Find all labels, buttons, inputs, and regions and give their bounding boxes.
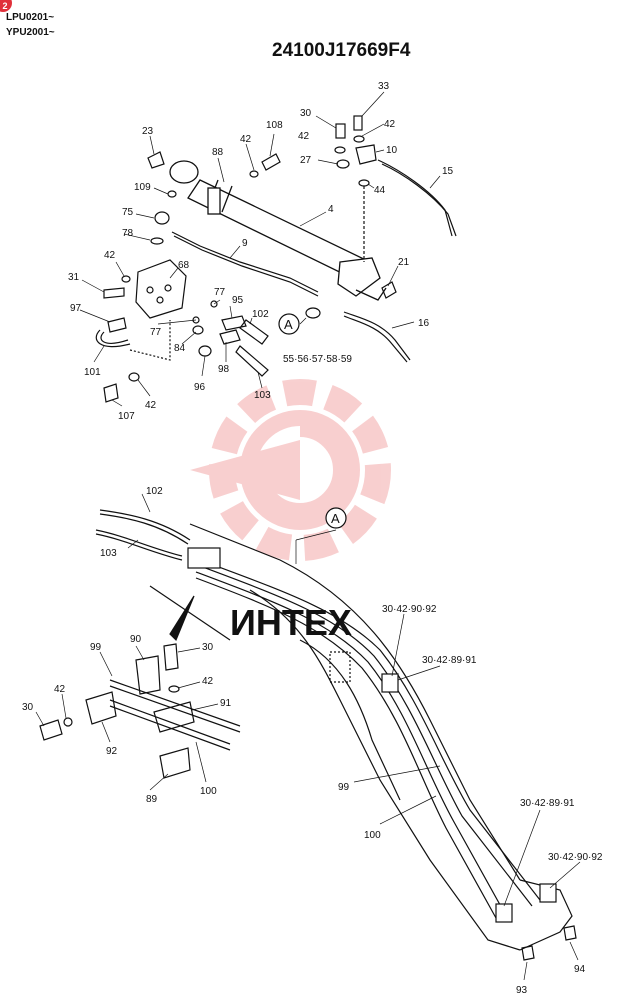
svg-text:30: 30 (300, 108, 312, 119)
svg-text:42: 42 (104, 250, 116, 261)
svg-text:30·42·90·92: 30·42·90·92 (382, 604, 437, 615)
callout-a-bottom: A (325, 507, 347, 529)
svg-text:100: 100 (364, 830, 381, 841)
svg-text:94: 94 (574, 964, 586, 975)
svg-text:A: A (331, 511, 340, 526)
svg-text:98: 98 (218, 364, 230, 375)
svg-text:77: 77 (150, 327, 162, 338)
small-parts-top (95, 115, 457, 403)
diagram-code: 24100J17669F4 (272, 40, 411, 61)
boom-cylinder (169, 160, 387, 301)
svg-text:30·42·90·92: 30·42·90·92 (548, 852, 603, 863)
svg-text:44: 44 (374, 185, 386, 196)
svg-text:108: 108 (266, 120, 283, 131)
svg-text:93: 93 (516, 985, 528, 996)
svg-text:42: 42 (240, 134, 252, 145)
svg-text:95: 95 (232, 295, 244, 306)
svg-text:42: 42 (54, 684, 66, 695)
svg-text:90: 90 (130, 634, 142, 645)
svg-text:103: 103 (254, 390, 271, 401)
boom-structure (95, 509, 577, 961)
svg-text:75: 75 (122, 207, 134, 218)
svg-text:30: 30 (22, 702, 34, 713)
svg-text:78: 78 (122, 228, 134, 239)
leader-lines-bottom (35, 493, 581, 981)
svg-text:23: 23 (142, 126, 154, 137)
callout-a-top: A (278, 313, 300, 335)
svg-text:31: 31 (68, 272, 80, 283)
svg-text:9: 9 (242, 238, 248, 249)
svg-text:96: 96 (194, 382, 206, 393)
serial-range-2: YPU2001~ (6, 27, 55, 38)
svg-text:42: 42 (202, 676, 214, 687)
svg-text:27: 27 (300, 155, 312, 166)
svg-text:84: 84 (174, 343, 186, 354)
svg-text:88: 88 (212, 147, 224, 158)
svg-text:55·56·57·58·59: 55·56·57·58·59 (283, 354, 352, 365)
svg-text:15: 15 (442, 166, 454, 177)
svg-text:101: 101 (84, 367, 101, 378)
svg-text:33: 33 (378, 81, 390, 92)
svg-text:4: 4 (328, 204, 334, 215)
svg-text:30·42·89·91: 30·42·89·91 (422, 655, 477, 666)
part-labels-bottom: 102 103 99 90 30 42 30 42 91 92 89 100 3… (22, 486, 603, 996)
svg-text:107: 107 (118, 411, 135, 422)
clamp-detail-exploded (39, 643, 241, 779)
svg-text:99: 99 (90, 642, 102, 653)
svg-text:16: 16 (418, 318, 430, 329)
svg-text:42: 42 (384, 119, 396, 130)
svg-text:109: 109 (134, 182, 151, 193)
serial-range-1: LPU0201~ (6, 12, 55, 23)
svg-text:97: 97 (70, 303, 82, 314)
page-badge: 2 (0, 0, 12, 12)
svg-text:102: 102 (146, 486, 163, 497)
svg-text:30: 30 (202, 642, 214, 653)
part-labels-top: 33 30 42 42 10 27 44 15 23 42 108 88 109… (68, 81, 454, 422)
svg-text:10: 10 (386, 145, 398, 156)
svg-text:42: 42 (145, 400, 157, 411)
svg-text:77: 77 (214, 287, 226, 298)
svg-text:89: 89 (146, 794, 158, 805)
svg-text:92: 92 (106, 746, 118, 757)
svg-text:100: 100 (200, 786, 217, 797)
svg-text:42: 42 (298, 131, 310, 142)
svg-text:30·42·89·91: 30·42·89·91 (520, 798, 575, 809)
svg-text:68: 68 (178, 260, 190, 271)
svg-text:103: 103 (100, 548, 117, 559)
leader-lines-top (79, 91, 441, 407)
svg-text:99: 99 (338, 782, 350, 793)
svg-text:91: 91 (220, 698, 232, 709)
svg-text:A: A (284, 317, 293, 332)
svg-text:21: 21 (398, 257, 410, 268)
svg-text:102: 102 (252, 309, 269, 320)
watermark-gear-logo (190, 379, 391, 561)
